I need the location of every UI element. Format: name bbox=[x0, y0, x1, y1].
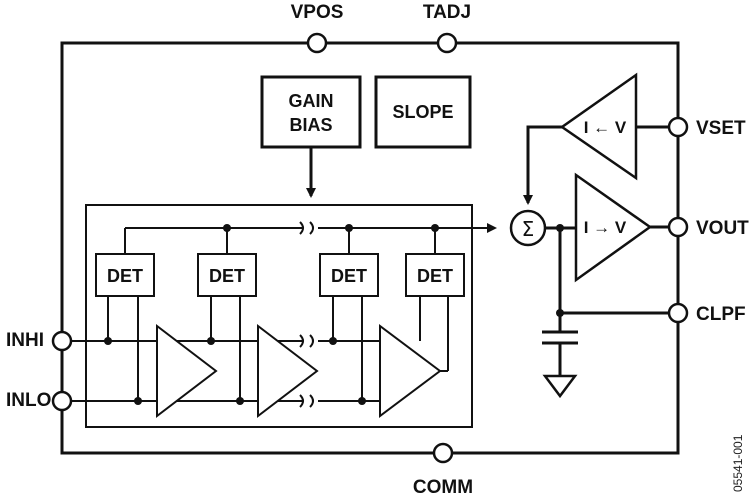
pin-vpos bbox=[306, 32, 328, 54]
vset-feedback-wire bbox=[523, 125, 562, 205]
junction-dot bbox=[134, 397, 142, 405]
gain-bias-block bbox=[260, 75, 362, 149]
junction-dot bbox=[207, 337, 215, 345]
chip-boundary bbox=[60, 41, 680, 455]
pin-clpf bbox=[667, 302, 689, 324]
junction-dot bbox=[345, 224, 353, 232]
pin-label-inlo: INLO bbox=[6, 390, 51, 411]
pin-label-clpf: CLPF bbox=[696, 304, 746, 325]
amplifier-triangle bbox=[257, 323, 319, 419]
amplifier-triangle bbox=[379, 324, 442, 418]
pin-vout bbox=[667, 216, 689, 238]
det-label: DET bbox=[417, 266, 453, 286]
gain-bias-label-1: GAIN bbox=[289, 91, 334, 111]
pin-label-tadj: TADJ bbox=[423, 2, 471, 23]
ground-symbol bbox=[542, 374, 578, 399]
amplifier-chain-box bbox=[85, 204, 473, 428]
pin-label-comm: COMM bbox=[413, 477, 473, 498]
pin-vset bbox=[667, 116, 689, 138]
pin-label-vout: VOUT bbox=[696, 218, 749, 239]
summing-symbol: Σ bbox=[522, 217, 535, 241]
bus-break-mark bbox=[299, 221, 314, 235]
det-label: DET bbox=[331, 266, 367, 286]
det-label: DET bbox=[209, 266, 245, 286]
signal-break-mark bbox=[299, 394, 314, 408]
det-label: DET bbox=[107, 266, 143, 286]
pin-inhi bbox=[51, 330, 73, 352]
pin-label-inhi: INHI bbox=[6, 330, 44, 351]
pin-label-vset: VSET bbox=[696, 118, 746, 139]
gain-bias-label-2: BIAS bbox=[289, 115, 332, 135]
junction-dot bbox=[431, 224, 439, 232]
vset-converter-label: I ← V bbox=[584, 118, 627, 137]
figure-id: 05541-001 bbox=[731, 434, 745, 492]
junction-dot bbox=[104, 337, 112, 345]
junction-dot bbox=[329, 337, 337, 345]
junction-dot bbox=[223, 224, 231, 232]
slope-label: SLOPE bbox=[392, 102, 453, 122]
junction-dot bbox=[236, 397, 244, 405]
pin-inlo bbox=[51, 390, 73, 412]
vout-converter-label: I → V bbox=[584, 218, 627, 237]
junction-dot bbox=[358, 397, 366, 405]
pin-label-vpos: VPOS bbox=[291, 2, 344, 23]
pin-comm bbox=[432, 442, 454, 464]
slope-block bbox=[374, 75, 472, 149]
amplifier-triangle bbox=[156, 323, 218, 419]
signal-break-mark bbox=[299, 334, 314, 348]
pin-tadj bbox=[436, 32, 458, 54]
